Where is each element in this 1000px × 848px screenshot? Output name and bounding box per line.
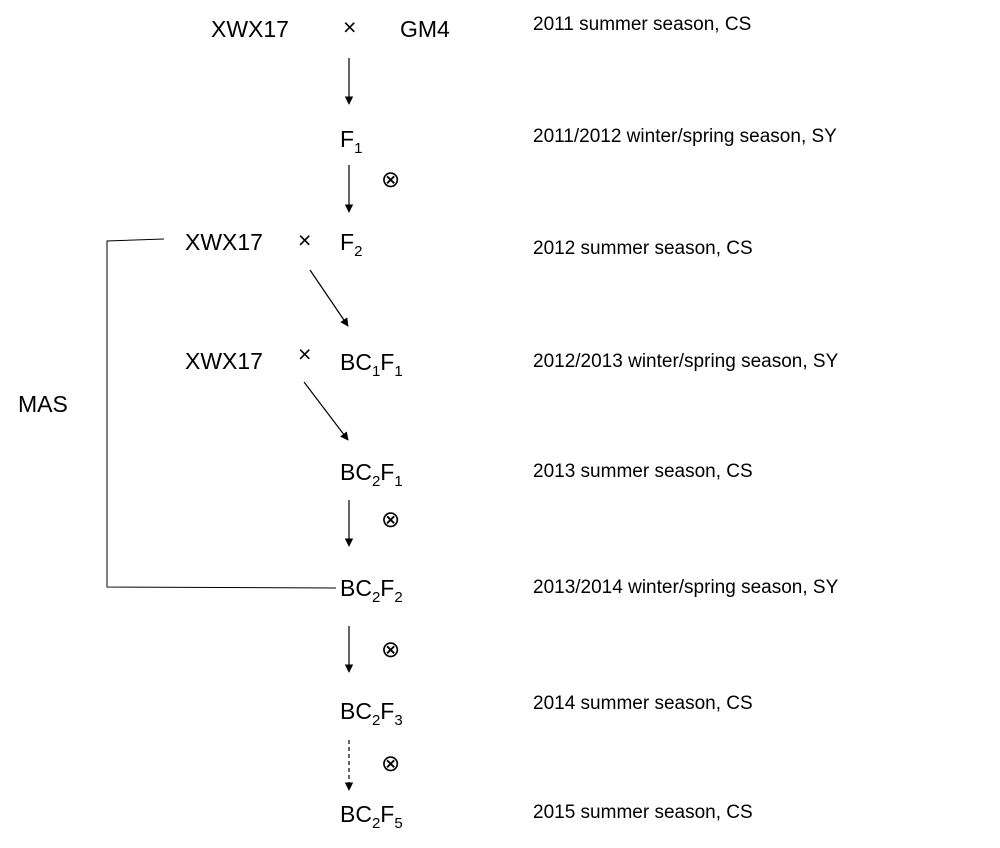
mas-bracket — [106, 238, 337, 589]
generation-bc1f1: BC1F1 — [340, 349, 403, 380]
parent-a-label: XWX17 — [211, 16, 289, 42]
recurrent-parent-1: XWX17 — [185, 229, 263, 255]
generation-f1: F1 — [340, 126, 363, 157]
selfing-symbol-1: ⊗ — [381, 166, 401, 192]
parent-b-label: GM4 — [400, 16, 450, 42]
generation-bc2f1: BC2F1 — [340, 459, 403, 490]
selfing-symbol-2: ⊗ — [381, 506, 401, 532]
generation-f2: F2 — [340, 229, 363, 260]
generation-bc2f5: BC2F5 — [340, 801, 403, 832]
cross-symbol: × — [343, 14, 357, 40]
arrow-backcross-2 — [303, 381, 349, 441]
season-initial: 2011 summer season, CS — [533, 14, 752, 35]
season-f1: 2011/2012 winter/spring season, SY — [533, 126, 837, 147]
selfing-symbol-3: ⊗ — [381, 636, 401, 662]
season-f2: 2012 summer season, CS — [533, 238, 753, 259]
generation-bc2f2: BC2F2 — [340, 575, 403, 606]
generation-bc2f3: BC2F3 — [340, 698, 403, 729]
season-bc2f3: 2014 summer season, CS — [533, 693, 753, 714]
season-bc2f1: 2013 summer season, CS — [533, 461, 753, 482]
cross-symbol-2: × — [298, 227, 312, 253]
recurrent-parent-2: XWX17 — [185, 348, 263, 374]
mas-label: MAS — [18, 391, 68, 417]
arrow-backcross-1 — [309, 269, 349, 327]
selfing-symbol-4: ⊗ — [381, 750, 401, 776]
season-bc2f5: 2015 summer season, CS — [533, 802, 753, 823]
season-bc2f2: 2013/2014 winter/spring season, SY — [533, 577, 839, 598]
season-bc1f1: 2012/2013 winter/spring season, SY — [533, 351, 839, 372]
cross-symbol-3: × — [298, 341, 312, 367]
